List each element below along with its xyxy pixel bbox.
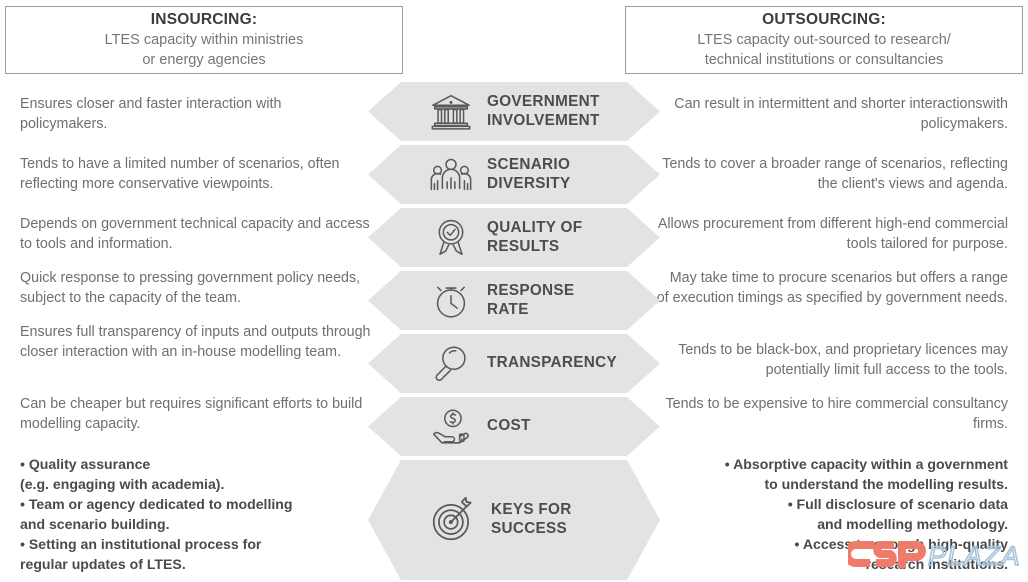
award-ribbon-check-icon — [428, 215, 474, 261]
chevron-label-quality-of-results: QUALITY OF RESULTS — [487, 218, 583, 255]
chevron-transparency[interactable]: TRANSPARENCY — [368, 334, 660, 393]
hand-holding-coin-icon — [428, 404, 474, 450]
chevron-cost[interactable]: COST — [368, 397, 660, 456]
magnifying-glass-icon — [428, 341, 474, 387]
insourcing-item-quality-of-results: Depends on government technical capacity… — [20, 216, 370, 253]
outsourcing-title: OUTSOURCING: — [762, 10, 886, 28]
stopwatch-icon — [428, 278, 474, 324]
chevron-label-response-rate: RESPONSE RATE — [487, 281, 575, 318]
outsourcing-keys-for-success: • Absorptive capacity within a governmen… — [724, 456, 1008, 572]
chevron-keys-for-success[interactable]: KEYS FOR SUCCESS — [368, 460, 660, 580]
outsourcing-item-response-rate: May take time to procure scenarios but o… — [656, 270, 1008, 307]
target-dart-icon — [428, 495, 478, 545]
chevron-label-transparency: TRANSPARENCY — [487, 354, 617, 372]
chevron-government-involvement[interactable]: GOVERNMENT INVOLVEMENT — [368, 82, 660, 141]
chevron-scenario-diversity[interactable]: SCENARIO DIVERSITY — [368, 145, 660, 204]
chevron-label-scenario-diversity: SCENARIO DIVERSITY — [487, 155, 571, 192]
insourcing-keys-for-success: • Quality assurance (e.g. engaging with … — [20, 456, 293, 572]
chevron-label-government-involvement: GOVERNMENT INVOLVEMENT — [487, 92, 600, 129]
outsourcing-item-cost: Tends to be expensive to hire commercial… — [665, 396, 1008, 433]
chevron-quality-of-results[interactable]: QUALITY OF RESULTS — [368, 208, 660, 267]
comparison-chevron-band: GOVERNMENT INVOLVEMENT — [368, 82, 660, 582]
outsourcing-item-quality-of-results: Allows procurement from different high-e… — [657, 216, 1008, 253]
insourcing-item-government-involvement: Ensures closer and faster interaction wi… — [20, 96, 282, 133]
insourcing-item-scenario-diversity: Tends to have a limited number of scenar… — [20, 156, 340, 193]
people-group-icon — [428, 152, 474, 198]
insourcing-item-cost: Can be cheaper but requires significant … — [20, 396, 363, 433]
government-building-icon — [428, 89, 474, 135]
outsourcing-header-box: OUTSOURCING: LTES capacity out-sourced t… — [625, 6, 1023, 74]
insourcing-item-transparency: Ensures full transparency of inputs and … — [20, 324, 371, 361]
insourcing-title: INSOURCING: — [150, 10, 258, 28]
insourcing-item-response-rate: Quick response to pressing government po… — [20, 270, 361, 307]
insourcing-header-box: INSOURCING: LTES capacity within ministr… — [5, 6, 403, 74]
outsourcing-item-government-involvement: Can result in intermittent and shorter i… — [674, 96, 1008, 133]
outsourcing-subtitle: LTES capacity out-sourced to research/ t… — [697, 32, 951, 69]
chevron-label-keys-for-success: KEYS FOR SUCCESS — [491, 501, 572, 537]
insourcing-subtitle: LTES capacity within ministries or energ… — [104, 32, 304, 69]
outsourcing-item-transparency: Tends to be black-box, and proprietary l… — [678, 342, 1008, 379]
chevron-label-cost: COST — [487, 417, 531, 435]
outsourcing-item-scenario-diversity: Tends to cover a broader range of scenar… — [662, 156, 1008, 193]
chevron-response-rate[interactable]: RESPONSE RATE — [368, 271, 660, 330]
